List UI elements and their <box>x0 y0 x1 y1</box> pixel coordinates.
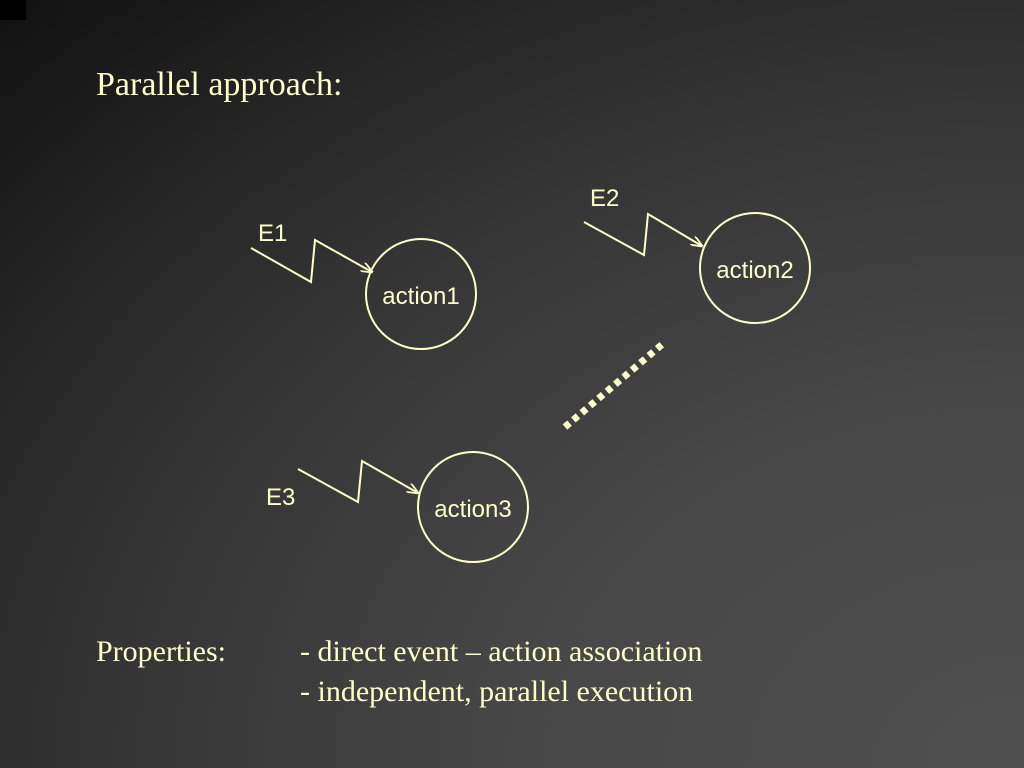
event-arrow-e1 <box>250 238 372 284</box>
property-item: - independent, parallel execution <box>300 675 694 708</box>
action-node-action3 <box>417 451 529 563</box>
action-node-action1 <box>365 238 477 350</box>
event-arrow-e3 <box>297 459 418 504</box>
event-label-e2: E2 <box>590 185 619 212</box>
event-label-e1: E1 <box>258 220 287 247</box>
action-label-action2: action2 <box>716 257 793 284</box>
event-label-e3: E3 <box>266 484 295 511</box>
action-node-action2 <box>699 212 811 324</box>
action-label-action1: action1 <box>382 283 459 310</box>
slide-title: Parallel approach: <box>96 66 343 103</box>
event-arrow-e2 <box>583 212 702 257</box>
action-label-action3: action3 <box>434 496 511 523</box>
properties-label: Properties: <box>96 635 226 668</box>
corner-mark <box>0 0 26 20</box>
property-item: - direct event – action association <box>300 635 703 668</box>
continuation-dotted-line <box>562 339 668 430</box>
